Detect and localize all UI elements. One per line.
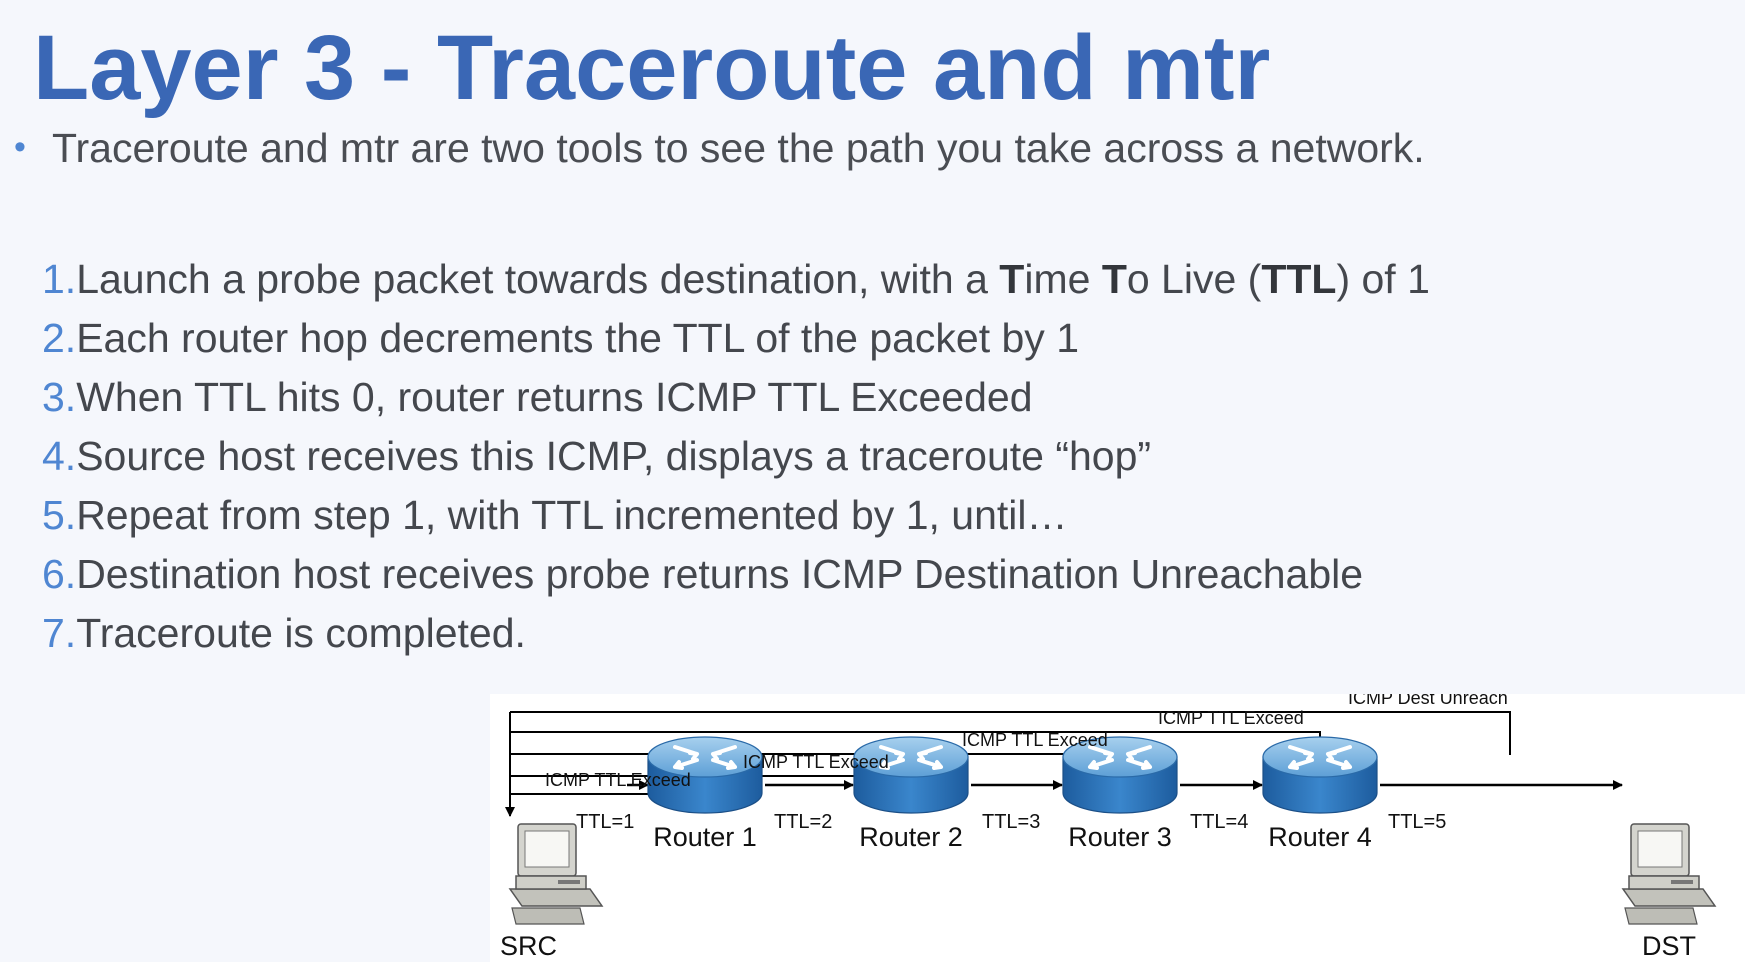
router-label: Router 3	[1068, 822, 1172, 852]
router-icon	[1062, 736, 1178, 814]
step-text: Repeat from step 1, with TTL incremented…	[76, 492, 1068, 538]
step-text-bold: T	[1101, 256, 1127, 302]
router-label: Router 4	[1268, 822, 1372, 852]
ttl-labels: TTL=1 TTL=2 TTL=3 TTL=4 TTL=5	[576, 811, 1446, 833]
ttl-label: TTL=5	[1388, 811, 1446, 833]
step-item: 4.Source host receives this ICMP, displa…	[42, 433, 1151, 479]
step-text: Source host receives this ICMP, displays…	[76, 433, 1152, 479]
router-label: Router 1	[653, 822, 757, 852]
src-label: SRC	[500, 931, 557, 961]
traceroute-diagram-svg: SRC DST TTL=1 TTL=2 TTL=3 TTL=4 TTL=5 ICMP T…	[500, 694, 1717, 961]
step-number: 6.	[42, 551, 77, 597]
step-number: 3.	[42, 374, 77, 420]
return-label: ICMP TTL Exceed	[743, 752, 889, 772]
step-item: 1.Launch a probe packet towards destinat…	[42, 256, 1430, 302]
step-number: 1.	[42, 256, 77, 302]
routers	[647, 736, 1378, 814]
return-label: ICMP TTL Exceed	[545, 770, 691, 790]
traceroute-diagram: SRC DST TTL=1 TTL=2 TTL=3 TTL=4 TTL=5 ICMP T…	[490, 694, 1745, 962]
step-item: 6.Destination host receives probe return…	[42, 551, 1363, 597]
step-text-bold: T	[999, 256, 1025, 302]
step-number: 4.	[42, 433, 77, 479]
step-text-bold: TTL	[1261, 256, 1337, 302]
return-label: ICMP TTL Exceed	[962, 730, 1108, 750]
step-item: 3.When TTL hits 0, router returns ICMP T…	[42, 374, 1033, 420]
intro-bullet: • Traceroute and mtr are two tools to see…	[14, 125, 1425, 172]
step-text: ime	[1024, 256, 1102, 302]
dst-label: DST	[1642, 931, 1696, 961]
router-icon	[647, 736, 763, 814]
src-computer-icon	[508, 823, 604, 925]
step-number: 5.	[42, 492, 77, 538]
step-number: 2.	[42, 315, 77, 361]
step-text: Launch a probe packet towards destinatio…	[76, 256, 1000, 302]
step-number: 7.	[42, 610, 77, 656]
step-text: Each router hop decrements the TTL of th…	[76, 315, 1080, 361]
step-text: When TTL hits 0, router returns ICMP TTL…	[76, 374, 1033, 420]
router-icon	[853, 736, 969, 814]
step-text: Traceroute is completed.	[76, 610, 526, 656]
router-label: Router 2	[859, 822, 963, 852]
return-label: ICMP TTL Exceed	[1158, 708, 1304, 728]
step-item: 2.Each router hop decrements the TTL of …	[42, 315, 1079, 361]
ttl-label: TTL=1	[576, 811, 634, 833]
ttl-label: TTL=4	[1190, 811, 1248, 833]
bullet-dot-icon: •	[14, 128, 26, 166]
slide-title: Layer 3 - Traceroute and mtr	[33, 17, 1271, 119]
step-text: ) of 1	[1336, 256, 1430, 302]
ttl-label: TTL=2	[774, 811, 832, 833]
router-labels: Router 1 Router 2 Router 3 Router 4	[653, 822, 1372, 852]
step-text: Destination host receives probe returns …	[76, 551, 1364, 597]
step-text: o Live (	[1126, 256, 1262, 302]
ttl-label: TTL=3	[982, 811, 1040, 833]
dst-computer-icon	[1621, 823, 1717, 925]
return-label: ICMP Dest Unreach	[1348, 694, 1508, 708]
intro-bullet-text: Traceroute and mtr are two tools to see …	[52, 125, 1425, 171]
step-item: 5.Repeat from step 1, with TTL increment…	[42, 492, 1068, 538]
router-icon	[1262, 736, 1378, 814]
step-item: 7.Traceroute is completed.	[42, 610, 526, 656]
return-path	[510, 711, 1511, 755]
